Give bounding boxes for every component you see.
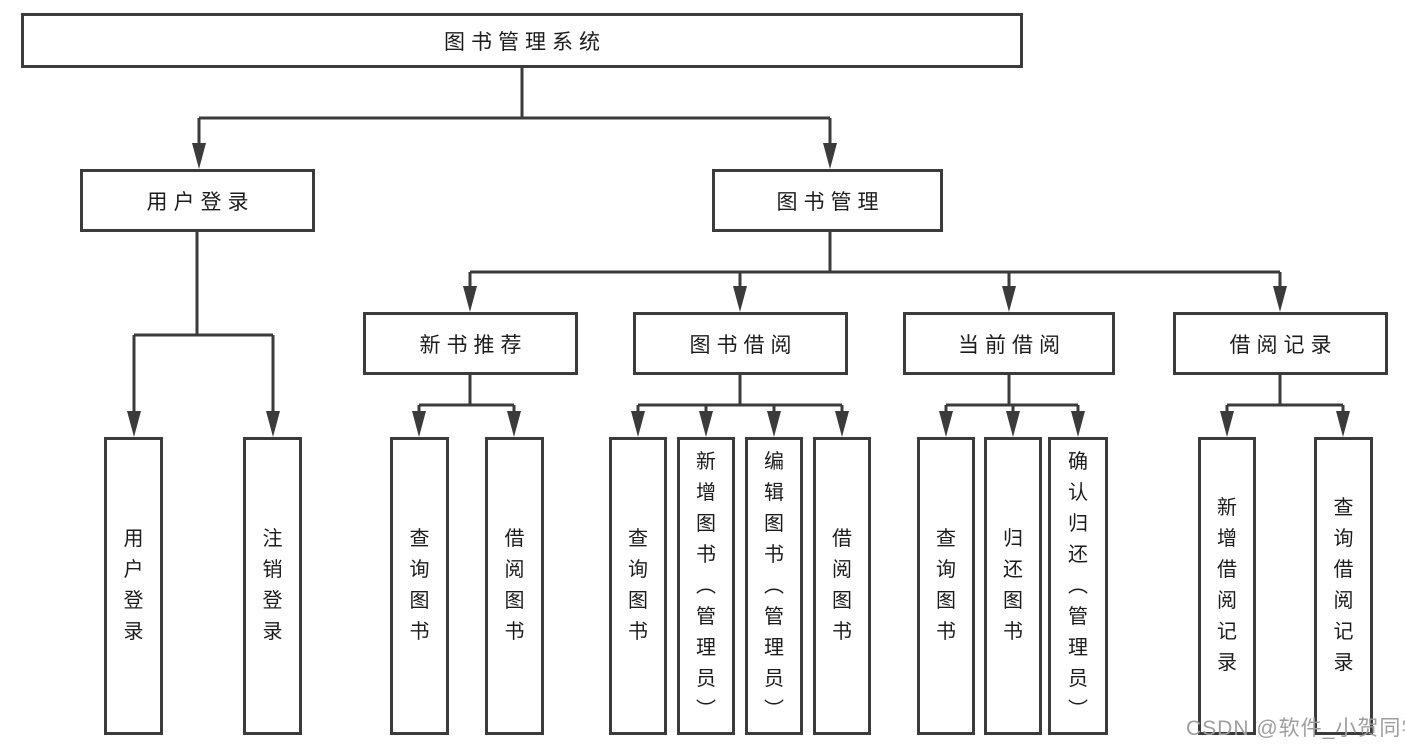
node-user-login: 用户登录: [80, 169, 315, 232]
leaf-label: 编辑图书︵管理员︶: [764, 450, 784, 721]
leaf-add-borrow-record: 新增借阅记录: [1198, 437, 1256, 735]
connector-bookmgmt-to-level2: [468, 232, 1282, 287]
node-new-book-recommend: 新书推荐: [363, 312, 578, 375]
leaf-add-books-admin: 新增图书︵管理员︶: [677, 437, 735, 735]
arrowhead: [1336, 411, 1350, 437]
watermark: CSDN @软件_小贺同学: [1186, 717, 1405, 740]
leaf-label: 用户登录: [123, 528, 144, 643]
leaf-edit-books-admin: 编辑图书︵管理员︶: [745, 437, 803, 735]
node-label: 当前借阅: [958, 333, 1066, 357]
leaf-label: 借阅图书: [504, 528, 525, 643]
leaf-borrow-books: 借阅图书: [813, 437, 871, 735]
leaf-user-login: 用户登录: [104, 437, 163, 735]
arrowhead: [412, 411, 426, 437]
arrowhead: [266, 411, 280, 437]
leaf-label: 新增借阅记录: [1217, 497, 1237, 674]
connector-newbook-to-leaves: [417, 375, 516, 412]
node-label: 用户登录: [146, 190, 255, 214]
node-label: 图书管理系统: [444, 30, 606, 54]
leaf-query-books-borrow: 查询图书: [609, 437, 667, 735]
node-current-borrow: 当前借阅: [903, 312, 1115, 375]
arrowhead: [1071, 411, 1085, 437]
leaf-borrow-books-newbook: 借阅图书: [485, 437, 544, 735]
leaf-label: 查询借阅记录: [1333, 497, 1354, 674]
arrowhead: [835, 411, 849, 437]
leaf-label: 借阅图书: [832, 528, 852, 643]
arrowhead: [631, 411, 645, 437]
leaf-label: 归还图书: [1003, 528, 1023, 643]
arrowhead: [767, 411, 781, 437]
leaf-label: 查询图书: [936, 528, 956, 643]
leaf-label: 查询图书: [628, 528, 648, 643]
leaf-query-books-newbook: 查询图书: [390, 437, 449, 735]
arrowhead: [1006, 411, 1020, 437]
arrowhead: [939, 411, 953, 437]
arrowhead: [823, 143, 837, 169]
connector-borrow-to-leaves: [636, 375, 844, 412]
leaf-query-books-current: 查询图书: [917, 437, 975, 735]
node-book-borrow: 图书借阅: [633, 312, 848, 375]
arrowhead: [733, 286, 747, 312]
node-root-library-system: 图书管理系统: [21, 13, 1023, 68]
node-label: 图书借阅: [689, 333, 798, 357]
node-book-management: 图书管理: [712, 169, 943, 232]
arrowhead: [463, 286, 477, 312]
node-label: 新书推荐: [419, 333, 528, 357]
arrowhead: [127, 411, 141, 437]
leaf-label: 新增图书︵管理员︶: [696, 450, 716, 721]
leaf-query-borrow-record: 查询借阅记录: [1314, 437, 1373, 735]
arrowhead: [1220, 411, 1234, 437]
arrowhead: [192, 143, 206, 169]
leaf-return-books: 归还图书: [984, 437, 1042, 735]
node-label: 借阅记录: [1229, 333, 1338, 357]
arrowhead: [699, 411, 713, 437]
arrowhead: [1002, 286, 1016, 312]
node-borrow-records: 借阅记录: [1173, 312, 1388, 375]
connector-root-to-level1: [197, 68, 832, 146]
arrowhead: [507, 411, 521, 437]
connector-records-to-leaves: [1225, 375, 1345, 412]
arrowhead: [1273, 286, 1287, 312]
connector-current-to-leaves: [944, 375, 1080, 412]
leaf-label: 注销登录: [262, 528, 283, 643]
leaf-confirm-return-admin: 确认归还︵管理员︶: [1048, 437, 1108, 735]
leaf-label: 查询图书: [409, 528, 430, 643]
connector-userlogin-to-leaves: [132, 232, 275, 412]
node-label: 图书管理: [776, 190, 885, 214]
leaf-logout: 注销登录: [243, 437, 302, 735]
leaf-label: 确认归还︵管理员︶: [1068, 450, 1088, 721]
